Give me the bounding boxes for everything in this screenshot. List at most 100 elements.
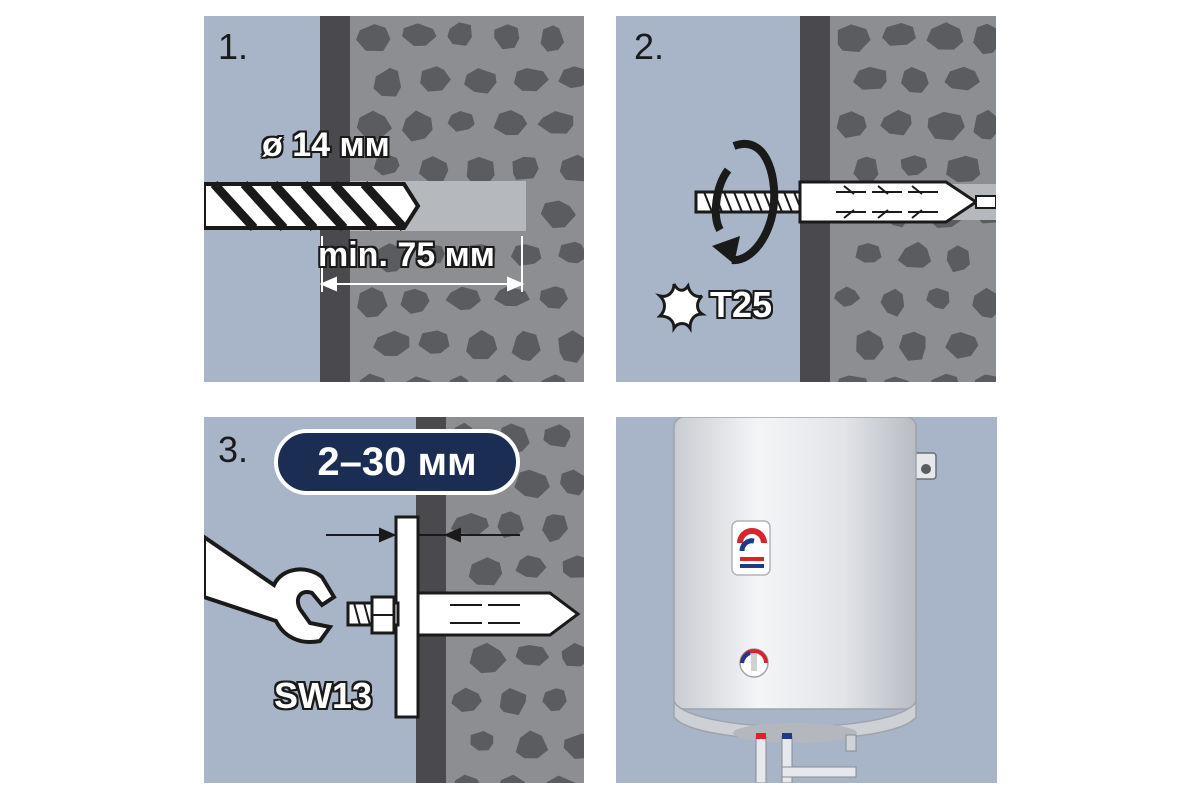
stone xyxy=(927,111,965,141)
stone xyxy=(400,288,430,314)
step-number-1: 1. xyxy=(218,26,249,67)
stone xyxy=(856,330,884,360)
stone xyxy=(402,23,437,46)
wrench-size-label: SW13 xyxy=(274,675,373,716)
stone xyxy=(855,243,882,263)
stone xyxy=(451,687,482,712)
stone xyxy=(880,109,912,136)
stone xyxy=(836,111,867,138)
nut-icon xyxy=(370,595,396,635)
stone xyxy=(512,156,539,180)
stone xyxy=(562,555,584,578)
stone xyxy=(897,241,932,268)
stone-wall xyxy=(830,16,996,382)
stone xyxy=(946,245,970,273)
torx-size-label: T25 xyxy=(710,284,773,325)
stone xyxy=(497,511,524,538)
stone xyxy=(880,288,905,317)
stone xyxy=(405,376,432,382)
stone xyxy=(357,287,388,318)
stone xyxy=(356,24,391,51)
stone xyxy=(500,774,526,783)
stone xyxy=(418,330,450,354)
stone xyxy=(468,557,503,586)
stone xyxy=(445,286,481,311)
stone xyxy=(541,374,566,382)
stone xyxy=(884,376,909,382)
stone xyxy=(493,110,528,136)
stone xyxy=(540,200,576,229)
stone xyxy=(563,733,584,759)
gap-dimension xyxy=(326,527,520,543)
stone xyxy=(546,775,576,783)
stone xyxy=(900,155,928,176)
stone xyxy=(510,244,542,266)
stone xyxy=(926,22,964,50)
tightening-illustration xyxy=(204,417,584,783)
stone xyxy=(837,24,871,52)
anchor-bolt-icon xyxy=(346,591,581,637)
stone xyxy=(946,155,981,183)
stone xyxy=(515,555,547,578)
stone xyxy=(466,329,498,360)
thermostat-knob-icon xyxy=(739,648,769,678)
gap-range-badge: 2–30 мм xyxy=(274,429,520,495)
wrench-icon xyxy=(204,534,337,644)
stone xyxy=(454,774,480,783)
stone xyxy=(926,287,950,310)
stone xyxy=(419,156,449,183)
stone xyxy=(447,22,472,46)
stone xyxy=(853,66,887,90)
panel-step-1: 1. ø 14 мм min. 75 мм xyxy=(204,16,584,382)
stone xyxy=(356,110,392,142)
drill-depth-label: min. 75 мм xyxy=(318,236,495,274)
stone xyxy=(373,154,400,176)
water-heater-icon xyxy=(673,417,917,783)
stone xyxy=(973,109,996,140)
stone xyxy=(560,469,584,496)
stone xyxy=(559,154,584,182)
stone xyxy=(494,286,530,307)
stone xyxy=(513,68,549,92)
stone xyxy=(469,642,507,674)
stone xyxy=(558,330,584,363)
stone xyxy=(359,373,386,382)
depth-dimension xyxy=(319,236,525,292)
stone xyxy=(944,66,980,91)
stone xyxy=(974,374,996,382)
stone xyxy=(466,244,496,267)
anchor-insertion-illustration xyxy=(616,16,996,382)
stone xyxy=(853,156,879,186)
stone xyxy=(420,66,451,92)
stone xyxy=(449,375,469,382)
stone xyxy=(898,331,926,361)
stone xyxy=(494,24,520,50)
stone xyxy=(511,330,541,361)
drilling-illustration xyxy=(204,16,584,382)
stone xyxy=(834,286,861,307)
stone xyxy=(972,287,996,319)
stone xyxy=(515,730,549,759)
stone xyxy=(558,241,584,264)
rotation-arrow-icon xyxy=(711,140,779,265)
stone xyxy=(447,111,475,132)
stone xyxy=(466,156,495,187)
anchor-bolt-icon xyxy=(694,180,996,224)
stone xyxy=(499,688,527,716)
stone xyxy=(931,373,959,382)
stone xyxy=(371,243,407,273)
panel-step-2: 2. T25 xyxy=(616,16,996,382)
step-number-3: 3. xyxy=(218,429,249,470)
stone xyxy=(419,244,445,264)
brand-logo-icon xyxy=(731,520,771,576)
stone xyxy=(882,23,916,46)
stone xyxy=(558,66,584,89)
pipe-connections xyxy=(755,733,857,783)
step-number-2: 2. xyxy=(634,26,665,67)
stone xyxy=(945,332,979,359)
stone xyxy=(837,375,868,382)
panel-step-3: 3. 2–30 мм SW13 xyxy=(204,417,584,783)
stone xyxy=(973,23,996,55)
stone xyxy=(496,374,514,382)
stone xyxy=(470,731,494,751)
